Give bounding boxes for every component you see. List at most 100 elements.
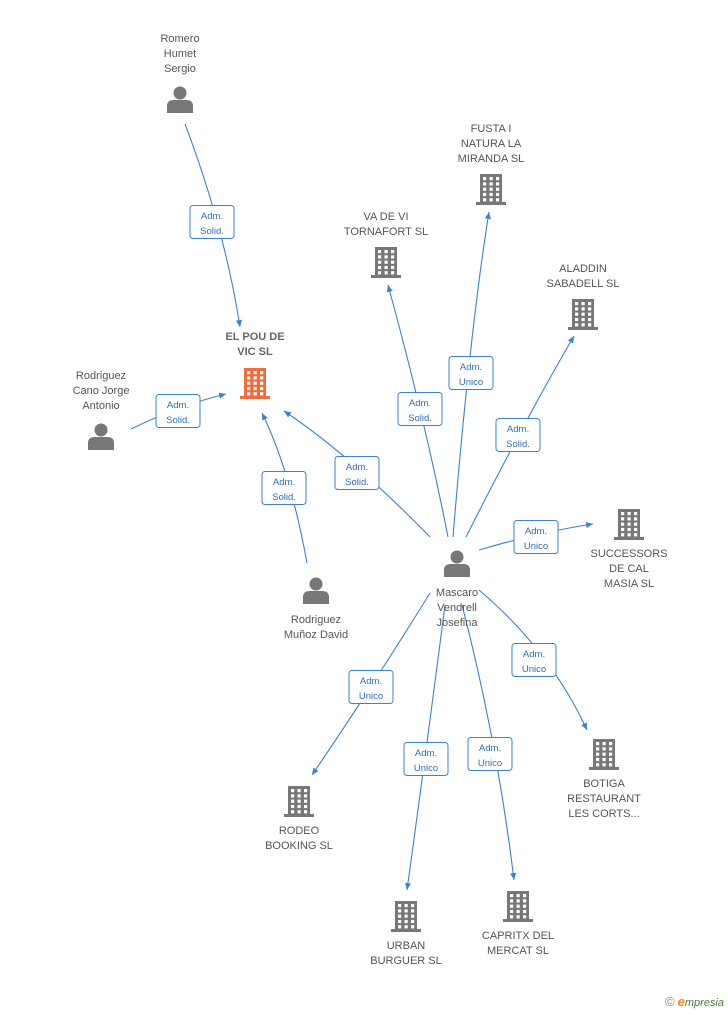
building-window (627, 522, 631, 526)
edge-role-badge[interactable]: Adm.Solid. (189, 205, 235, 239)
edge-role-badge[interactable]: Adm.Unico (513, 520, 559, 554)
edge-badge-label: Adm. (479, 743, 501, 754)
building-window (253, 386, 257, 391)
building-window (627, 533, 631, 537)
building-window (384, 271, 388, 275)
brand-name: mpresia (684, 997, 724, 1009)
node-label: FUSTA I (471, 123, 512, 135)
person-body (167, 100, 193, 113)
node-label: Josefina (437, 617, 479, 629)
edge-badge-label: Adm. (415, 748, 437, 759)
building-window (384, 250, 388, 254)
building-window (588, 312, 592, 316)
building-window (588, 302, 592, 306)
building-window (253, 376, 257, 380)
building-base (371, 275, 401, 278)
building-window (260, 381, 264, 385)
edge-role-badge[interactable]: Adm.Unico (403, 742, 449, 776)
node-label: ALADDIN (559, 263, 607, 275)
building-window (297, 804, 301, 809)
building-window (634, 533, 638, 537)
building-window (253, 392, 257, 396)
edge-badge-label: Adm. (346, 462, 368, 473)
person-head (309, 577, 323, 591)
edge-badges-layer: Adm.Solid. Adm.Solid. Adm.Solid. Adm.Solid.… (155, 205, 559, 776)
edge-badge-box (513, 520, 559, 554)
edge-badge-label: Unico (359, 691, 383, 702)
building-window (378, 260, 382, 264)
building-window (411, 914, 415, 918)
building-window (297, 799, 301, 803)
building-window (398, 919, 402, 924)
building-window (247, 371, 251, 375)
building-window (253, 381, 257, 385)
node-label: BOTIGA (583, 778, 625, 790)
building-window (489, 177, 493, 181)
building-window (411, 909, 415, 913)
node-aladdin[interactable]: ALADDIN SABADELL SL (547, 263, 620, 330)
edge-role-badge[interactable]: Adm.Solid. (495, 418, 541, 452)
edge-role-badge[interactable]: Adm. Unico (448, 356, 494, 390)
person-icon (88, 423, 114, 450)
building-window (398, 904, 402, 908)
edge-role-badge[interactable]: Adm.Unico (511, 643, 557, 677)
building-window (496, 198, 500, 202)
edge-role-badge[interactable]: Adm.Solid. (397, 392, 443, 426)
building-window (391, 265, 395, 270)
building-window (483, 198, 487, 202)
building-window (575, 302, 579, 306)
building-window (523, 915, 527, 919)
building-window (297, 810, 301, 814)
building-window (384, 255, 388, 259)
building-window (581, 312, 585, 316)
edge-badge-box (155, 394, 201, 428)
node-label: Rodriguez (76, 370, 126, 382)
building-window (483, 177, 487, 181)
node-label: SABADELL SL (547, 278, 620, 290)
edge-role-badge[interactable]: Adm.Unico (348, 670, 394, 704)
building-window (489, 182, 493, 186)
footer-brand[interactable]: ©empresia (665, 994, 724, 1009)
building-window (260, 386, 264, 391)
building-window (260, 371, 264, 375)
building-window (609, 763, 613, 767)
edge-role-badge[interactable]: Adm.Solid. (155, 394, 201, 428)
edge-badge-label: Adm. (460, 362, 482, 373)
edge-badge-label: Unico (459, 377, 483, 388)
building-window (291, 799, 295, 803)
building-window (483, 192, 487, 197)
building-window (291, 804, 295, 809)
edge-role-badge[interactable]: Adm. Unico (467, 737, 513, 771)
edge-mascaro-to-fusta (452, 211, 491, 538)
node-label: BOOKING SL (265, 840, 333, 852)
node-label: MIRANDA SL (458, 153, 525, 165)
building-window (575, 312, 579, 316)
building-window (575, 317, 579, 322)
edge-role-badge[interactable]: Adm.Solid. (334, 456, 380, 490)
edge-badge-label: Unico (478, 758, 502, 769)
edge-role-badge[interactable]: Adm.Solid. (261, 471, 307, 505)
building-window (404, 925, 408, 929)
node-label: EL POU DE (225, 331, 284, 343)
building-window (621, 533, 625, 537)
building-window (621, 512, 625, 516)
building-window (516, 904, 520, 908)
edge-badge-label: Adm. (409, 398, 431, 409)
building-window (523, 894, 527, 898)
building-window (378, 250, 382, 254)
edge-badge-box (261, 471, 307, 505)
building-window (627, 512, 631, 516)
